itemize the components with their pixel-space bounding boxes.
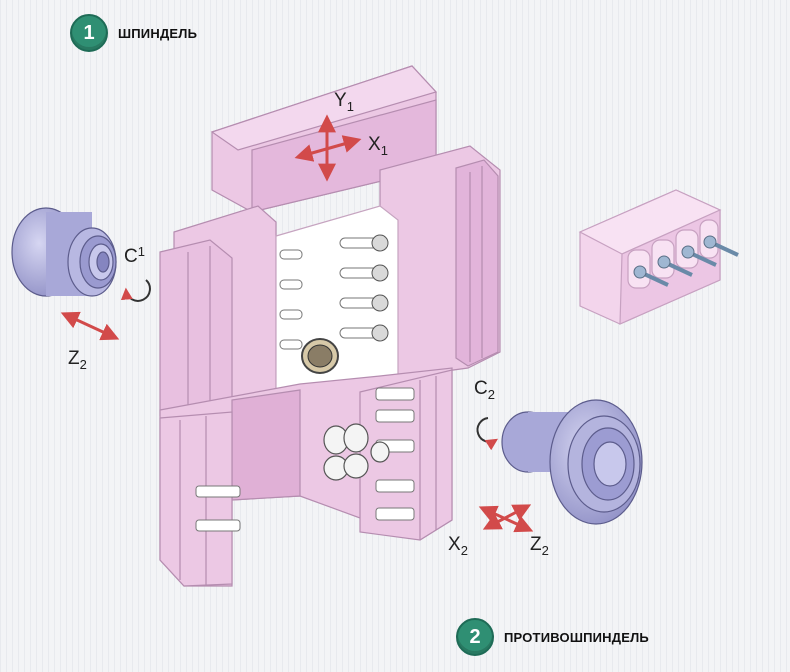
tool-collets <box>371 234 389 342</box>
turret-frame <box>159 65 501 587</box>
rotation-arrow-c1 <box>120 279 151 302</box>
magazine-tools <box>633 235 739 287</box>
axis-label-c2: C2 <box>474 378 495 402</box>
axis-label-z2-left: Z2 <box>68 348 87 372</box>
axis-label-x2: X2 <box>448 534 468 558</box>
badge-spindle: 1 ШПИНДЕЛЬ <box>70 14 197 52</box>
axis-label-c1: C1 <box>124 244 145 267</box>
badge-label-spindle: ШПИНДЕЛЬ <box>118 25 198 41</box>
axis-label-x1: X1 <box>368 134 388 158</box>
badge-label-counter-spindle: ПРОТИВОШПИНДЕЛЬ <box>504 629 649 645</box>
axis-label-z2-right: Z2 <box>530 534 549 558</box>
axis-arrow-z2-left <box>60 311 120 341</box>
lower-tools <box>195 387 415 532</box>
badge-number-1: 1 <box>70 14 108 52</box>
center-chuck <box>301 338 339 374</box>
badge-number-2: 2 <box>456 618 494 656</box>
counter-spindle <box>501 399 643 525</box>
badge-counter-spindle: 2 ПРОТИВОШПИНДЕЛЬ <box>456 618 649 656</box>
axis-arrow-x1 <box>294 135 362 162</box>
main-spindle <box>11 207 117 297</box>
axis-label-y1: Y1 <box>334 90 354 114</box>
axis-arrow-z2-right <box>482 504 532 530</box>
lower-drills <box>323 423 390 481</box>
rotation-arrow-c2 <box>476 417 499 451</box>
